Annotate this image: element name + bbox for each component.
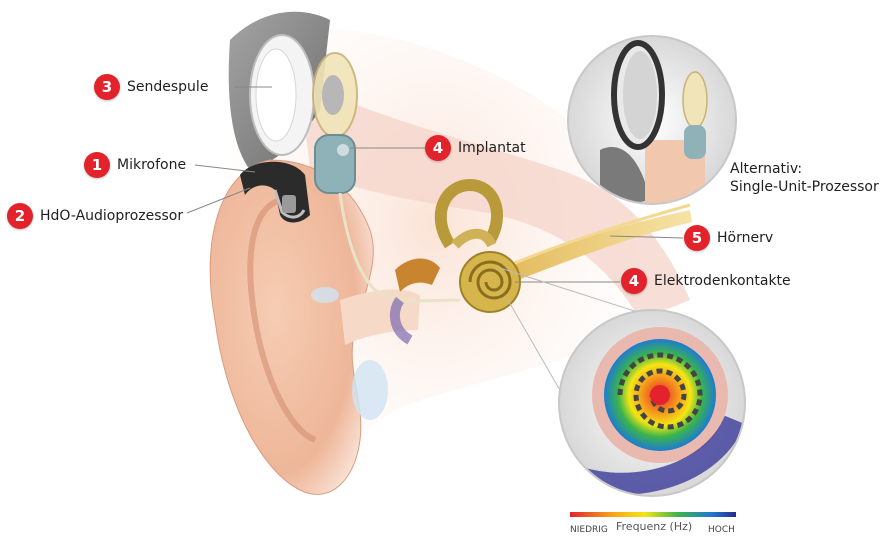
badge-4-elektroden: 4 xyxy=(621,268,647,294)
badge-2: 2 xyxy=(7,203,33,229)
badge-5: 5 xyxy=(684,225,710,251)
label-audioprozessor: 2 HdO-Audioprozessor xyxy=(7,203,183,229)
label-mikrofone-text: Mikrofone xyxy=(117,157,186,173)
label-elektroden: 4 Elektrodenkontakte xyxy=(621,268,791,294)
alternative-caption: Alternativ: Single-Unit-Prozessor xyxy=(730,160,879,196)
badge-1: 1 xyxy=(84,152,110,178)
alternative-line-1: Alternativ: xyxy=(730,160,879,178)
label-sendespule: 3 Sendespule xyxy=(94,74,208,100)
label-elektroden-text: Elektrodenkontakte xyxy=(654,273,791,289)
label-sendespule-text: Sendespule xyxy=(127,79,208,95)
implant-body xyxy=(315,135,355,193)
ear-cartilage-2 xyxy=(311,287,339,303)
badge-4-implantat: 4 xyxy=(425,135,451,161)
label-implantat-text: Implantat xyxy=(458,140,526,156)
frequency-low-label: NIEDRIG xyxy=(570,525,608,535)
badge-3: 3 xyxy=(94,74,120,100)
frequency-high-label: HOCH xyxy=(708,525,735,535)
ear-cartilage xyxy=(352,360,388,420)
label-hoernerv: 5 Hörnerv xyxy=(684,225,773,251)
label-hoernerv-text: Hörnerv xyxy=(717,230,773,246)
label-implantat: 4 Implantat xyxy=(425,135,526,161)
frequency-title: Frequenz (Hz) xyxy=(616,520,692,533)
label-mikrofone: 1 Mikrofone xyxy=(84,152,186,178)
cochlea-detail-inset xyxy=(559,310,745,496)
alternative-line-2: Single-Unit-Prozessor xyxy=(730,178,879,196)
frequency-gradient-bar xyxy=(570,512,736,517)
label-audioprozessor-text: HdO-Audioprozessor xyxy=(40,208,183,224)
